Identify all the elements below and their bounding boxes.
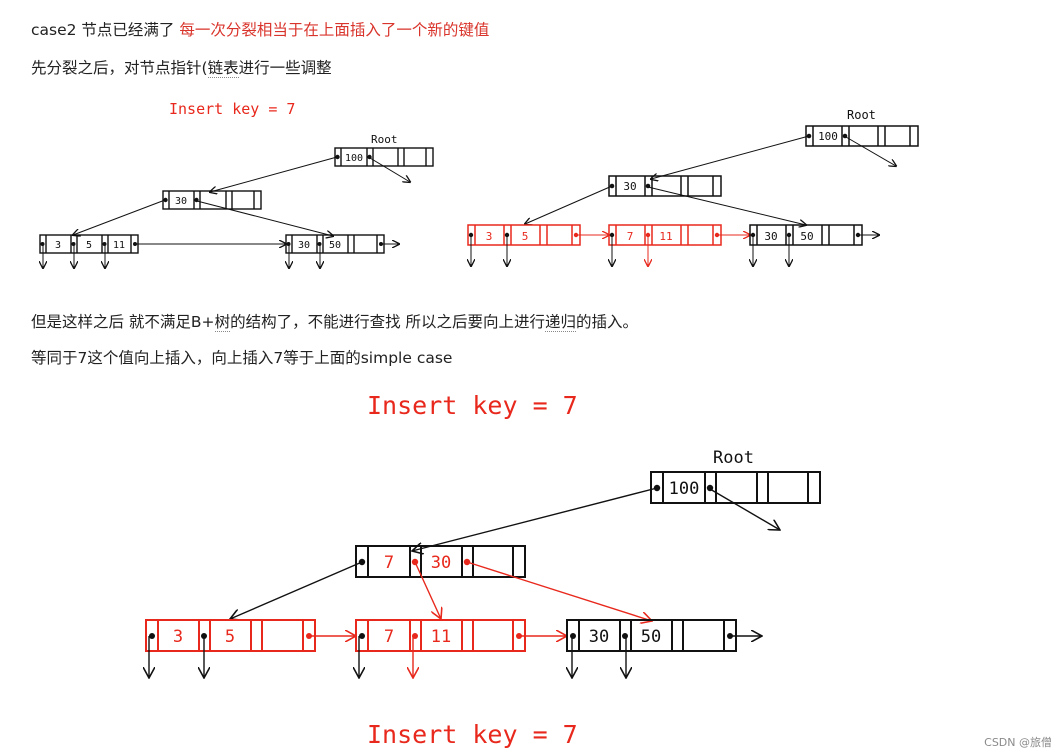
fig3-leaf1-key-1: 3 xyxy=(173,627,183,647)
linked-list-term[interactable]: 链表 xyxy=(207,59,239,78)
figure-2: Root 100 30 xyxy=(468,108,919,266)
figure-1: Insert key = 7 Root 100 30 xyxy=(40,100,434,268)
fig3-mid-key-2: 30 xyxy=(431,553,451,573)
paragraph-equivalent: 等同于7这个值向上插入，向上插入7等于上面的simple case xyxy=(31,348,452,368)
fig3-leaf2-key-2: 11 xyxy=(431,627,451,647)
fig1-leaf2-key-1: 30 xyxy=(298,240,310,251)
fig1-leaf1-key-2: 5 xyxy=(86,240,92,251)
paragraph-bplus: 但是这样之后 就不满足B+树的结构了，不能进行查找 所以之后要向上进行递归的插入… xyxy=(31,312,638,332)
fig2-root-label: Root xyxy=(847,108,876,122)
fig3-root-key: 100 xyxy=(669,479,700,499)
fig2-leaf3-key-2: 50 xyxy=(800,230,813,243)
fig2-root-key: 100 xyxy=(818,130,838,143)
fig2-leaf1-key-1: 3 xyxy=(486,230,493,243)
bplus-text-a: 但是这样之后 就不满足B+ xyxy=(31,313,215,331)
fig2-leaf1-key-2: 5 xyxy=(522,230,529,243)
fig3-bottom-label: Insert key = 7 xyxy=(367,720,578,749)
fig1-leaf1-key-1: 3 xyxy=(55,240,61,251)
fig3-leaf3-key-1: 30 xyxy=(589,627,609,647)
tree-term[interactable]: 树 xyxy=(214,313,231,332)
paragraph-case2: case2 节点已经满了 每一次分裂相当于在上面插入了一个新的键值 xyxy=(31,20,489,40)
bplus-text-c: 的结构了，不能进行查找 所以之后要向上进行 xyxy=(230,313,546,331)
fig2-leaf-2 xyxy=(608,224,722,246)
recursion-term[interactable]: 递归 xyxy=(545,313,577,332)
fig3-mid-key-1: 7 xyxy=(384,553,394,573)
fig3-leaf3-key-2: 50 xyxy=(641,627,661,647)
fig3-root-node xyxy=(650,471,821,504)
fig3-root-label: Root xyxy=(713,448,754,468)
fig2-mid-key: 30 xyxy=(623,180,636,193)
fig3-mid-node xyxy=(355,545,526,578)
fig2-leaf3-key-1: 30 xyxy=(764,230,777,243)
case2-text: case2 节点已经满了 xyxy=(31,21,180,39)
case2-red-text: 每一次分裂相当于在上面插入了一个新的键值 xyxy=(179,21,490,39)
fig1-leaf2-key-2: 50 xyxy=(329,240,341,251)
fig1-root-key: 100 xyxy=(345,153,363,164)
fig3-leaf2-key-1: 7 xyxy=(384,627,394,647)
equivalent-text: 等同于7这个值向上插入，向上插入7等于上面的simple case xyxy=(31,349,453,367)
figure-3: Insert key = 7 Root 100 7 30 xyxy=(146,391,821,749)
fig2-leaf2-key-2: 11 xyxy=(659,230,672,243)
fig1-insert-label: Insert key = 7 xyxy=(169,100,295,118)
paragraph-split: 先分裂之后，对节点指针(链表进行一些调整 xyxy=(31,58,332,78)
split-text-a: 先分裂之后，对节点指针( xyxy=(31,59,208,77)
fig2-mid-node xyxy=(608,175,722,197)
bplus-text-e: 的插入。 xyxy=(576,313,639,331)
fig3-leaf-3 xyxy=(566,619,737,652)
fig3-insert-label: Insert key = 7 xyxy=(367,391,578,420)
fig1-leaf1-key-3: 11 xyxy=(113,240,125,251)
fig3-leaf1-key-2: 5 xyxy=(225,627,235,647)
fig1-root-label: Root xyxy=(371,133,398,146)
fig2-leaf2-key-1: 7 xyxy=(627,230,634,243)
split-text-c: 进行一些调整 xyxy=(238,59,332,77)
fig1-mid-key: 30 xyxy=(175,196,187,207)
csdn-watermark: CSDN @旅僧 xyxy=(984,736,1052,749)
fig1-mid-node xyxy=(162,190,262,210)
